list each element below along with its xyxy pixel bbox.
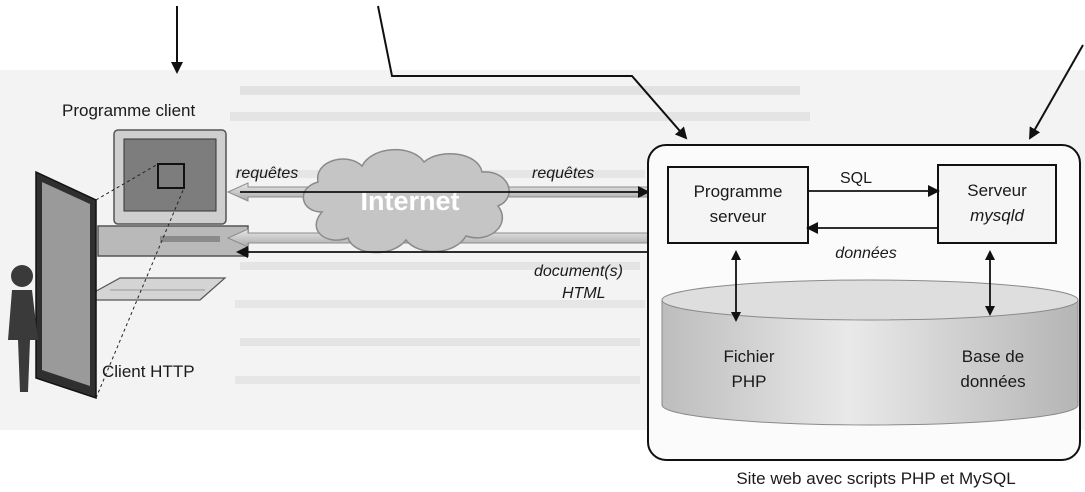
response-label-line2: HTML	[562, 285, 606, 302]
response-label-line1: document(s)	[534, 263, 623, 280]
computer-case-icon	[97, 225, 249, 257]
requests-label-right: requêtes	[532, 165, 594, 182]
php-file-label-line1: Fichier	[723, 347, 774, 366]
program-server-label-line1: Programme	[694, 182, 783, 201]
mysql-server-label-line1: Serveur	[967, 181, 1027, 200]
program-server-box	[667, 166, 809, 244]
mysql-server-label-line2: mysqld	[970, 206, 1024, 225]
user-person-icon	[8, 265, 38, 392]
database-label-line1: Base de	[962, 347, 1024, 366]
client-program-label: Programme client	[62, 101, 195, 120]
storage-cylinder-icon	[661, 279, 1079, 426]
keyboard-icon	[79, 277, 227, 301]
program-server-label-line2: serveur	[710, 207, 767, 226]
website-caption: Site web avec scripts PHP et MySQL	[736, 469, 1015, 488]
database-label-line2: données	[960, 372, 1025, 391]
client-http-label: Client HTTP	[102, 362, 195, 381]
data-label: données	[835, 245, 896, 262]
php-file-label-line2: PHP	[732, 372, 767, 391]
internet-label: Internet	[360, 186, 459, 216]
pointer-arrow-mysql-server	[1029, 44, 1084, 140]
pointer-arrow-program-server	[377, 5, 688, 140]
sql-label: SQL	[840, 170, 872, 187]
mysql-server-box	[937, 164, 1057, 244]
client-computer-illustration	[8, 129, 249, 400]
requests-label-left: requêtes	[236, 165, 298, 182]
